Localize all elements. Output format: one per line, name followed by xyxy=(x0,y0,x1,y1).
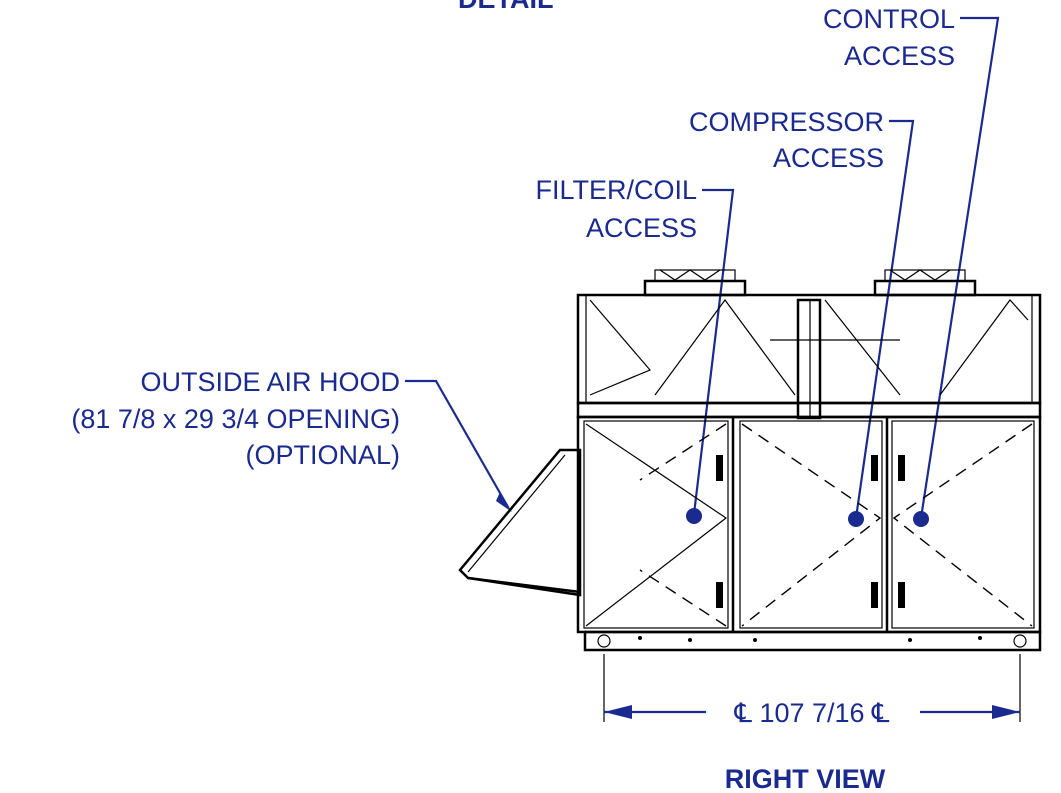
width-dimension: ℄ 107 7/16 ℄ xyxy=(603,654,1021,728)
compressor-access-line1: COMPRESSOR xyxy=(689,107,884,137)
outside-air-hood-line1: OUTSIDE AIR HOOD xyxy=(140,367,400,397)
filter-coil-access-line1: FILTER/COIL xyxy=(535,175,697,205)
control-access-marker xyxy=(913,511,929,527)
control-access-line1: CONTROL xyxy=(823,4,955,34)
dimension-text: ℄ 107 7/16 ℄ xyxy=(734,698,890,728)
unit-outline xyxy=(458,269,1042,652)
control-access-line2: ACCESS xyxy=(844,41,955,71)
outside-air-hood-line2: (81 7/8 x 29 3/4 OPENING) xyxy=(71,404,400,434)
filter-coil-access-callout: FILTER/COIL ACCESS xyxy=(535,175,735,515)
compressor-access-callout: COMPRESSOR ACCESS xyxy=(689,107,915,519)
compressor-access-line2: ACCESS xyxy=(773,143,884,173)
compressor-access-marker xyxy=(848,511,864,527)
filter-coil-access-marker xyxy=(686,508,702,524)
detail-label: DETAIL xyxy=(458,0,554,14)
view-title: RIGHT VIEW xyxy=(725,764,886,793)
filter-coil-access-line2: ACCESS xyxy=(586,213,697,243)
outside-air-hood-line3: (OPTIONAL) xyxy=(245,440,400,470)
control-access-callout: CONTROL ACCESS xyxy=(823,4,1000,519)
outside-air-hood-callout: OUTSIDE AIR HOOD (81 7/8 x 29 3/4 OPENIN… xyxy=(71,367,512,512)
